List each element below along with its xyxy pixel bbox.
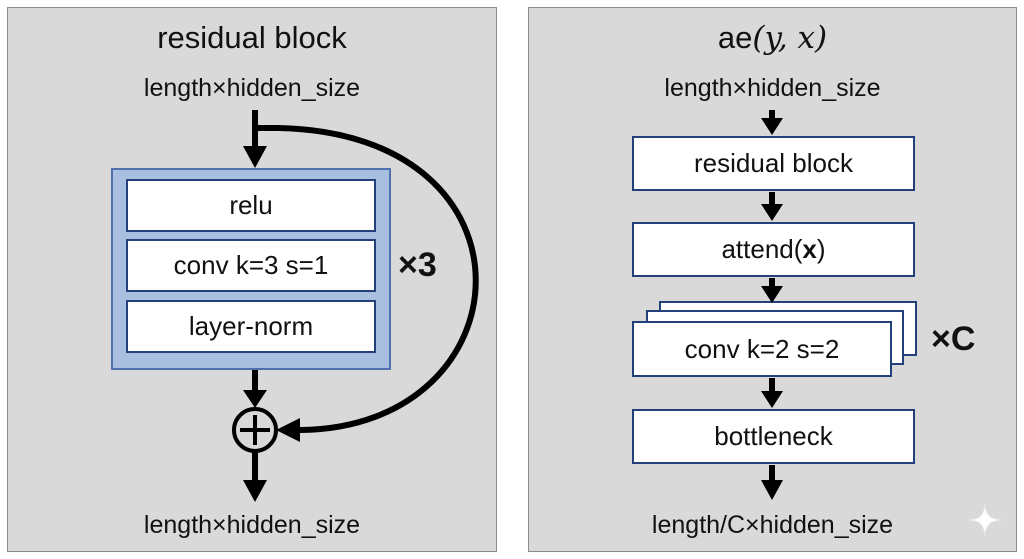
attend-box: attend(x) xyxy=(632,222,915,277)
skip-arrowhead xyxy=(276,418,300,442)
residual-output-label: length×hidden_size xyxy=(143,511,361,539)
arrowhead-5 xyxy=(761,480,783,500)
ae-title: ae(y, x) xyxy=(529,20,1016,56)
repeat-x3-label: ×3 xyxy=(398,246,437,284)
relu-box: relu xyxy=(126,179,376,232)
ae-title-fn: ae xyxy=(717,20,753,55)
attend-prefix: attend( xyxy=(721,234,803,264)
residual-block-title: residual block xyxy=(157,20,347,55)
repeat-xC-label: ×C xyxy=(931,320,976,358)
ae-title-args: (y, x) xyxy=(752,20,828,56)
attend-suffix: ) xyxy=(816,234,826,264)
bottleneck-box: bottleneck xyxy=(632,409,915,464)
sparkle-icon xyxy=(968,503,1002,537)
output-arrowhead xyxy=(243,480,267,502)
arrowhead-4 xyxy=(761,391,783,408)
attend-arg: x xyxy=(802,234,817,264)
skip-connection-line xyxy=(255,125,479,433)
residual-block-box: residual block xyxy=(632,136,915,191)
arrowhead-3 xyxy=(761,286,783,303)
ae-input-label: length×hidden_size xyxy=(664,74,881,102)
conv-k2-box: conv k=2 s=2 xyxy=(632,321,892,377)
block-to-add-arrowhead xyxy=(243,390,267,408)
arrowhead-2 xyxy=(761,204,783,221)
conv-k3-box: conv k=3 s=1 xyxy=(126,239,376,292)
arrowhead-1 xyxy=(761,118,783,135)
residual-block-panel: residual block length×hidden_size relu c… xyxy=(7,7,497,552)
layer-norm-box: layer-norm xyxy=(126,300,376,353)
ae-panel: ae(y, x) length×hidden_size residual blo… xyxy=(528,7,1017,552)
ae-output-label: length/C×hidden_size xyxy=(651,511,894,539)
residual-input-label: length×hidden_size xyxy=(143,74,361,102)
residual-connection-arrows xyxy=(232,110,479,502)
input-arrowhead xyxy=(243,146,267,168)
ae-flow-arrows xyxy=(761,110,783,500)
